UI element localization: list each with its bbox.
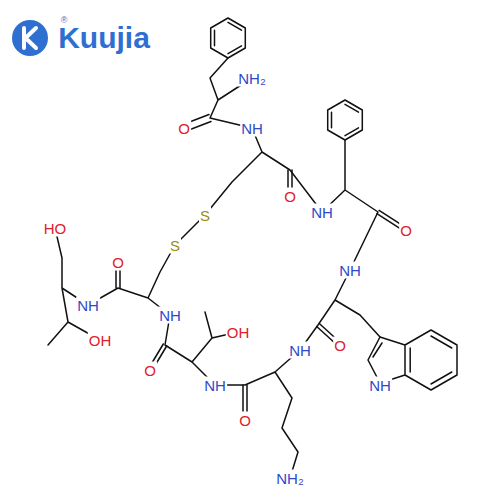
atom-label: NH	[310, 204, 334, 221]
atom-label: O	[399, 222, 413, 239]
atom-label: NH	[203, 377, 227, 394]
atom-label: NH	[158, 307, 182, 324]
logo-text: Kuujia	[57, 22, 151, 54]
atom-label: NH₂	[275, 470, 305, 487]
atom-label: NH	[288, 342, 312, 359]
atom-label: NH	[76, 297, 100, 314]
atom-label: O	[333, 337, 347, 354]
atom-label: HO	[43, 220, 68, 237]
atom-label: O	[283, 188, 297, 205]
single-bonds	[48, 58, 380, 478]
atom-label: NH	[368, 377, 392, 394]
double-bonds	[116, 115, 407, 421]
atom-label: O	[177, 120, 191, 137]
atom-label: O	[238, 412, 252, 429]
atom-label: O	[143, 362, 157, 379]
atom-label: OH	[88, 332, 113, 349]
atom-label: S	[199, 207, 211, 224]
logo-icon	[12, 20, 48, 56]
atom-label: OH	[226, 324, 251, 341]
atom-label: NH	[240, 120, 264, 137]
atom-label: O	[111, 254, 125, 271]
atom-label: NH	[338, 262, 362, 279]
atom-label: S	[169, 237, 181, 254]
ring-bonds	[211, 18, 457, 390]
atom-label: NH₂	[237, 70, 267, 87]
